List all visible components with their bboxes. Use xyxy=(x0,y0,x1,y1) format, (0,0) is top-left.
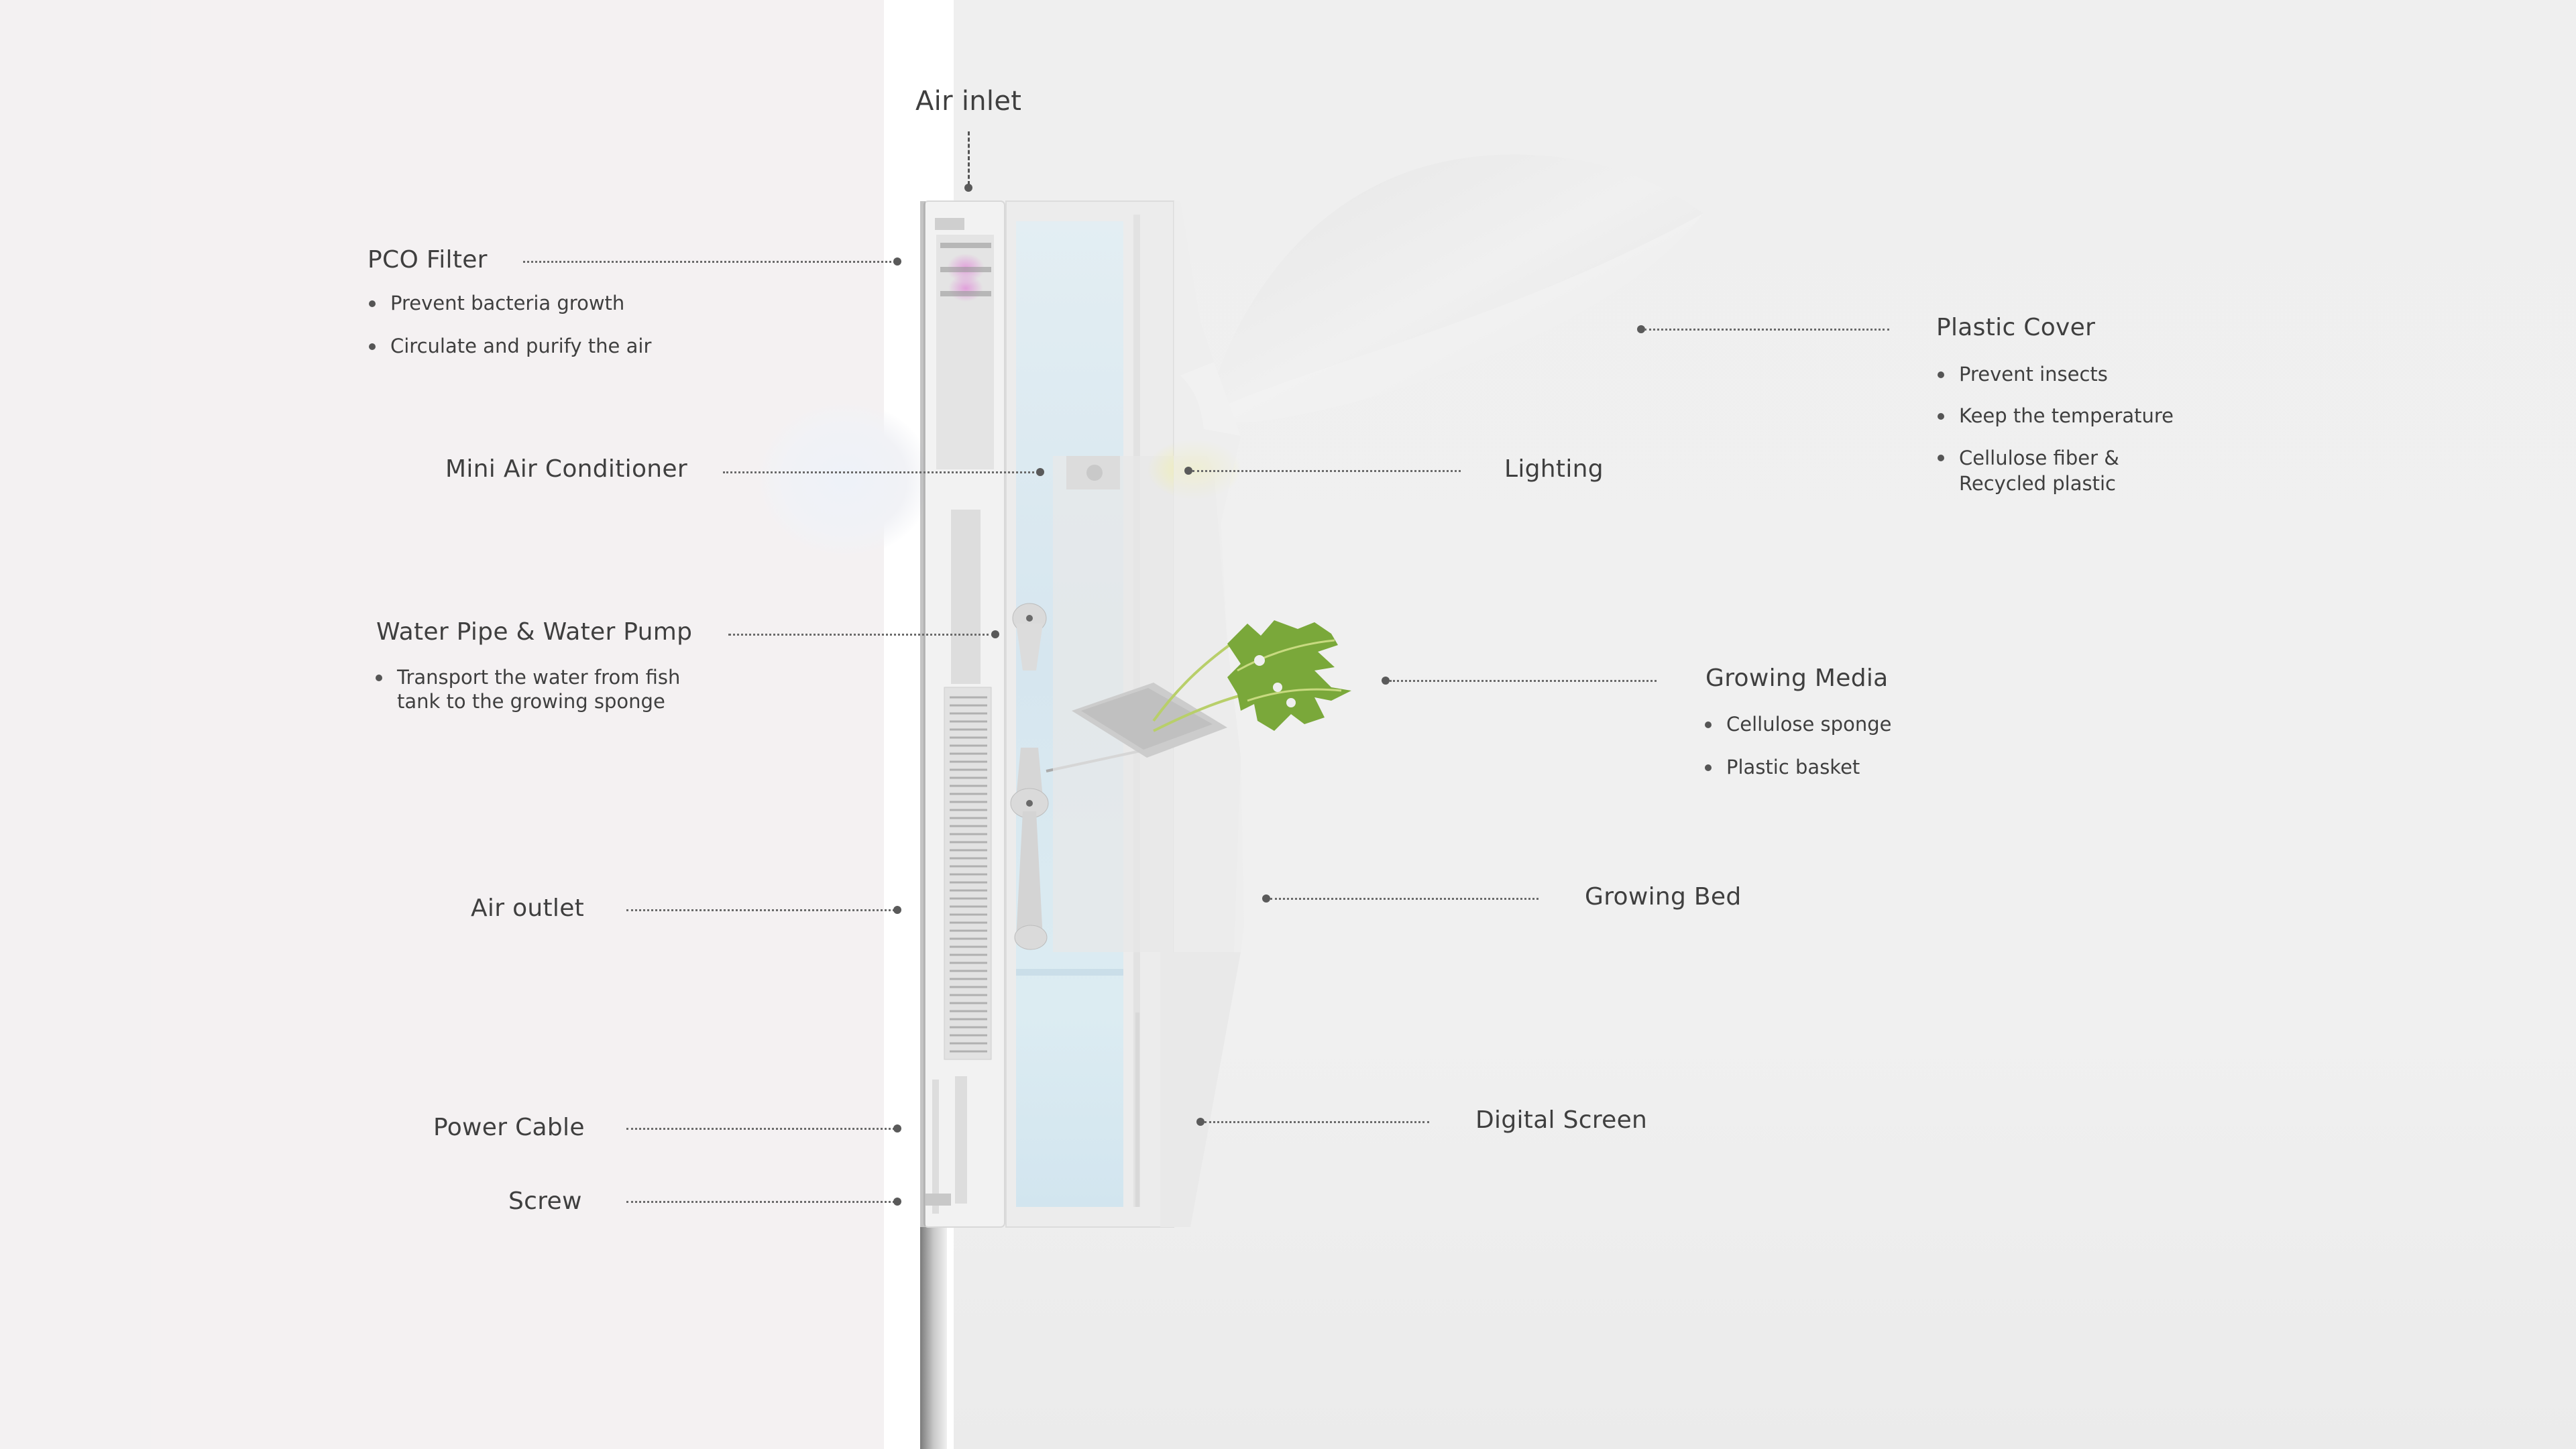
leader-growing-bed xyxy=(1270,898,1538,900)
anchor-dot-mini-air-conditioner xyxy=(1036,468,1044,476)
label-power-cable: Power Cable xyxy=(433,1114,585,1141)
anchor-dot-lighting xyxy=(1184,467,1192,475)
leader-air-inlet xyxy=(968,131,970,185)
leader-digital-screen xyxy=(1205,1121,1429,1123)
leader-power-cable xyxy=(626,1128,895,1130)
anchor-dot-power-cable xyxy=(893,1124,901,1133)
label-growing-media: Growing Media xyxy=(1705,664,1889,692)
bullet-item: Keep the temperature xyxy=(1936,404,2174,428)
bullets-pco-filter: Prevent bacteria growth Circulate and pu… xyxy=(368,291,651,377)
leader-screw xyxy=(626,1201,895,1203)
leader-mini-air-conditioner xyxy=(723,471,1038,473)
leader-pco-filter xyxy=(523,261,895,263)
background-left-panel xyxy=(151,0,884,1449)
plant-leaf xyxy=(1152,620,1351,732)
bullet-item: Cellulose fiber &Recycled plastic xyxy=(1936,445,2174,496)
anchor-dot-plastic-cover xyxy=(1637,325,1645,333)
anchor-dot-air-outlet xyxy=(893,906,901,914)
bullet-item: Prevent insects xyxy=(1936,362,2174,386)
anchor-dot-screw xyxy=(893,1198,901,1206)
anchor-dot-pco-filter xyxy=(893,257,901,266)
leader-water-pipe-pump xyxy=(728,634,994,636)
bullets-plastic-cover: Prevent insects Keep the temperature Cel… xyxy=(1936,362,2174,515)
air-glow xyxy=(758,402,932,557)
bullet-item: Plastic basket xyxy=(1703,755,1891,779)
label-air-outlet: Air outlet xyxy=(471,894,585,922)
label-air-inlet: Air inlet xyxy=(915,86,1022,117)
leader-lighting xyxy=(1192,470,1461,472)
bullet-item: Cellulose sponge xyxy=(1703,712,1891,736)
label-plastic-cover: Plastic Cover xyxy=(1936,314,2096,341)
leader-plastic-cover xyxy=(1644,329,1889,331)
anchor-dot-digital-screen xyxy=(1196,1118,1205,1126)
bullet-item: Prevent bacteria growth xyxy=(368,291,651,315)
anchor-dot-growing-bed xyxy=(1262,894,1270,903)
bullets-growing-media: Cellulose sponge Plastic basket xyxy=(1703,712,1891,798)
label-mini-air-conditioner: Mini Air Conditioner xyxy=(445,455,687,483)
label-lighting: Lighting xyxy=(1504,455,1604,483)
anchor-dot-air-inlet xyxy=(964,184,972,192)
leader-growing-media xyxy=(1390,680,1657,682)
leader-air-outlet xyxy=(626,909,895,911)
label-pco-filter: PCO Filter xyxy=(368,246,488,274)
label-digital-screen: Digital Screen xyxy=(1475,1106,1648,1134)
background-left-margin xyxy=(0,0,151,1449)
label-water-pipe-pump: Water Pipe & Water Pump xyxy=(376,618,693,646)
anchor-dot-water-pipe-pump xyxy=(991,630,999,638)
bullet-item: Circulate and purify the air xyxy=(368,334,651,358)
label-screw: Screw xyxy=(508,1187,582,1215)
anchor-dot-growing-media xyxy=(1382,677,1390,685)
power-cable-strip xyxy=(920,1227,947,1449)
label-growing-bed: Growing Bed xyxy=(1585,883,1742,911)
